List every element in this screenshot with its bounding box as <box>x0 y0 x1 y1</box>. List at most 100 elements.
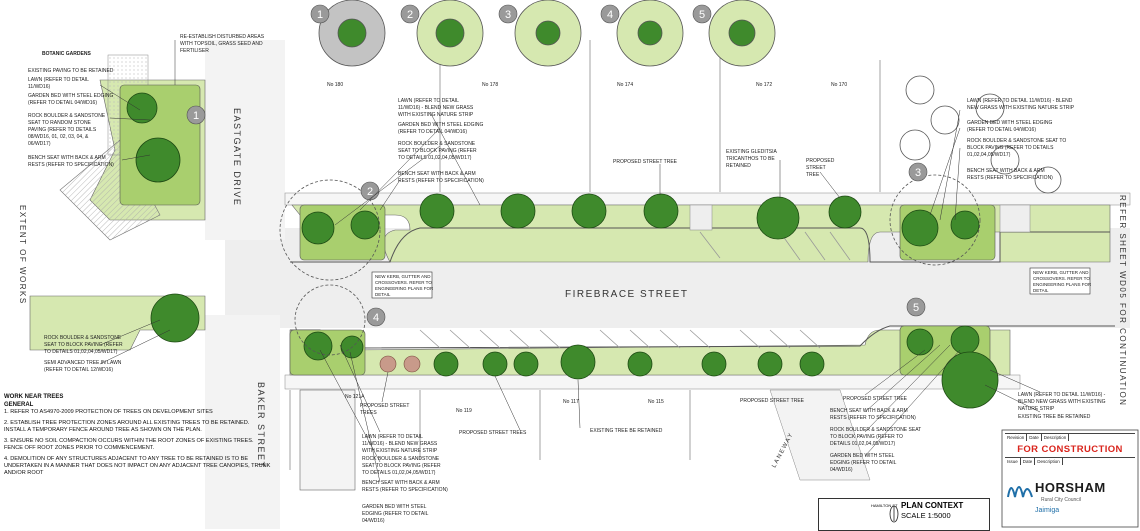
plan-context-scale: SCALE 1:5000 <box>901 511 951 520</box>
rev-header: Revision <box>1005 434 1028 441</box>
label-lawn-top-1: LAWN (REFER TO DETAIL <box>398 98 459 104</box>
callout-1-plan: 1 <box>193 110 199 122</box>
lot-boundaries <box>289 40 881 491</box>
label-bench-top-2: RESTS (REFER TO SPECIFICATION) <box>398 178 484 184</box>
existing-trees-outline <box>279 75 1062 356</box>
callout-1: 1 <box>317 9 323 21</box>
label-bench-lr-1: BENCH SEAT WITH BACK & ARM <box>830 408 908 414</box>
partner-logo: Jaimiga <box>1035 507 1060 514</box>
label-rock-left-3: PAVING (REFER TO DETAILS <box>28 127 97 133</box>
label-lawn-lr-3: NATURE STRIP <box>1018 406 1055 412</box>
construction-status: FOR CONSTRUCTION <box>1017 444 1123 455</box>
refer-sheet: REFER SHEET WD05 FOR CONTINUATION <box>1118 195 1127 406</box>
label-rock-left-2: SEAT TO RANDOM STONE <box>28 120 92 126</box>
label-garden-left-2: (REFER TO DETAIL 04/WD16) <box>28 100 97 106</box>
label-existing-retained-lr: EXISTING TREE BE RETAINED <box>1018 414 1091 420</box>
callout-5-plan: 5 <box>913 302 919 314</box>
label-lawn-lower-1: LAWN (REFER TO DETAIL <box>362 434 423 440</box>
label-lawn-lr-1: LAWN (REFER TO DETAIL 11/WD16) - <box>1018 392 1106 398</box>
label-kerb-left-3: ENGINEERING PLANS FOR <box>375 286 434 291</box>
label-lawn-left-1: LAWN (REFER TO DETAIL <box>28 77 89 83</box>
footpath-north <box>284 192 1131 206</box>
note-item: 1. REFER TO AS4970-2009 PROTECTION OF TR… <box>4 409 213 415</box>
label-garden-right-2: (REFER TO DETAIL 04/WD16) <box>967 127 1036 133</box>
extent-of-works: EXTENT OF WORKS <box>18 205 27 305</box>
label-bench-left-2: RESTS (REFER TO SPECIFICATION) <box>28 162 114 168</box>
label-bench-right-2: RESTS (REFER TO SPECIFICATION) <box>967 175 1053 181</box>
label-reestablish-2: WITH TOPSOIL, GRASS SEED AND <box>180 41 263 47</box>
label-rock-lower-1: ROCK BOULDER & SANDSTONE <box>362 456 440 462</box>
label-rock-lr-1: ROCK BOULDER & SANDSTONE SEAT <box>830 427 921 433</box>
label-existing-retained: EXISTING TREE BE RETAINED <box>590 428 663 434</box>
laneway-road <box>769 389 871 481</box>
note-item: 2. ESTABLISH TREE PROTECTION ZONES AROUN… <box>4 419 250 433</box>
revision-row: Revision Date Description <box>1005 433 1135 441</box>
label-rock-top-3: TO DETAILS 01,02,04,05/WD17) <box>398 155 472 161</box>
label-rock-left-5: 06/WD17) <box>28 141 51 147</box>
label-proposed-tree-lr2: PROPOSED STREET TREE <box>843 396 908 402</box>
label-garden-top-1: GARDEN BED WITH STEEL EDGING <box>398 122 483 128</box>
label-lawn-left-2: 11/WD16) <box>28 84 50 90</box>
label-kerb-right-2: CROSSOVERS. REFER TO <box>1033 276 1090 281</box>
label-reestablish-3: FERTILISER <box>180 48 209 54</box>
label-semi-advanced-2: (REFER TO DETAIL 12/WD16) <box>44 367 113 373</box>
label-proposed-tree: PROPOSED STREET TREE <box>613 159 678 165</box>
kerb-north <box>290 227 1110 263</box>
label-lawn-top-2: 11/WD16) - BLEND NEW GRASS <box>398 105 474 111</box>
issue-header: Date <box>1021 458 1036 465</box>
label-lawn-right-1: LAWN (REFER TO DETAIL 11/WD16) - BLEND <box>967 98 1073 104</box>
council-logo: HORSHAM <box>1005 475 1135 499</box>
label-garden-left-1: GARDEN BED WITH STEEL EDGING <box>28 93 113 99</box>
label-kerb-right-1: NEW KERB, GUTTER AND <box>1033 270 1089 275</box>
label-garden-lr-1: GARDEN BED WITH STEEL <box>830 453 895 459</box>
title-block: Revision Date Description FOR CONSTRUCTI… <box>1005 433 1135 527</box>
label-gleditsia-1: EXISTING GLEDITSIA <box>726 149 778 155</box>
driveway <box>999 204 1031 233</box>
random-paving <box>59 139 161 241</box>
label-garden-lower-1: GARDEN BED WITH STEEL <box>362 504 427 510</box>
label-rock-left-1: ROCK BOULDER & SANDSTONE <box>28 113 106 119</box>
plan-context-title: PLAN CONTEXT <box>901 501 964 510</box>
plan-context: HAMILTON ST PLAN CONTEXT SCALE 1:5000 <box>818 498 990 531</box>
label-rock-ll-2: SEAT TO BLOCK PAVING (REFER <box>44 342 123 348</box>
label-kerb-right-3: ENGINEERING PLANS FOR <box>1033 282 1092 287</box>
label-rock-right-3: 01,02,04,05/WD17) <box>967 152 1011 158</box>
label-bench-lr-2: RESTS (REFER TO SPECIFICATION) <box>830 415 916 421</box>
note-item: 4. DEMOLITION OF ANY STRUCTURES ADJACENT… <box>4 455 271 476</box>
label-proposed-tree-2-3: TREE <box>806 172 820 178</box>
callout-2: 2 <box>407 9 413 21</box>
label-lawn-lower-2: 11/WD16) - BLEND NEW GRASS <box>362 441 438 447</box>
label-semi-advanced-1: SEMI ADVANCED TREE IN LAWN <box>44 360 122 366</box>
label-rock-lower-2: SEAT TO BLOCK PAVING (REFER <box>362 463 441 469</box>
callout-2-plan: 2 <box>367 186 373 198</box>
leader-lines <box>99 40 1041 483</box>
label-rock-ll-3: TO DETAILS 01,02,04,05/WD17) <box>44 349 118 355</box>
lot-no180: No 180 <box>327 82 343 88</box>
rev-header: Date <box>1027 434 1042 441</box>
label-garden-lr-3: 04/WD16) <box>830 467 853 473</box>
label-kerb-left-4: DETAIL <box>375 292 391 297</box>
council-subtitle: Rural City Council <box>1041 497 1082 503</box>
lot-no119: No 119 <box>456 408 472 414</box>
existing-trees-brown <box>379 355 421 373</box>
north-arrow-icon <box>889 505 899 523</box>
label-proposed-trees-mid: PROPOSED STREET TREES <box>459 430 527 436</box>
driveway <box>689 204 713 231</box>
label-garden-lower-3: 04/WD16) <box>362 518 385 524</box>
label-rock-lr-2: TO BLOCK PAVING (REFER TO <box>830 434 903 440</box>
footpath-south <box>284 374 1021 390</box>
label-gleditsia-2: TRICANTHOS TO BE <box>726 156 775 162</box>
label-reestablish-1: RE-ESTABLISH DISTURBED AREAS <box>180 34 265 40</box>
label-bench-left-1: BENCH SEAT WITH BACK & ARM <box>28 155 106 161</box>
label-garden-right-1: GARDEN BED WITH STEEL EDGING <box>967 120 1052 126</box>
issue-header: Description <box>1035 458 1063 465</box>
label-kerb-left-1: NEW KERB, GUTTER AND <box>375 274 431 279</box>
label-garden-top-2: (REFER TO DETAIL 04/WD16) <box>398 129 467 135</box>
street-firebrace: FIREBRACE STREET <box>565 289 688 300</box>
label-proposed-tree-2-2: STREET <box>806 165 826 171</box>
callout-3-plan: 3 <box>915 167 921 179</box>
lot-no178: No 178 <box>482 82 498 88</box>
label-garden-lower-2: EDGING (REFER TO DETAIL <box>362 511 429 517</box>
baker-road <box>205 315 280 529</box>
